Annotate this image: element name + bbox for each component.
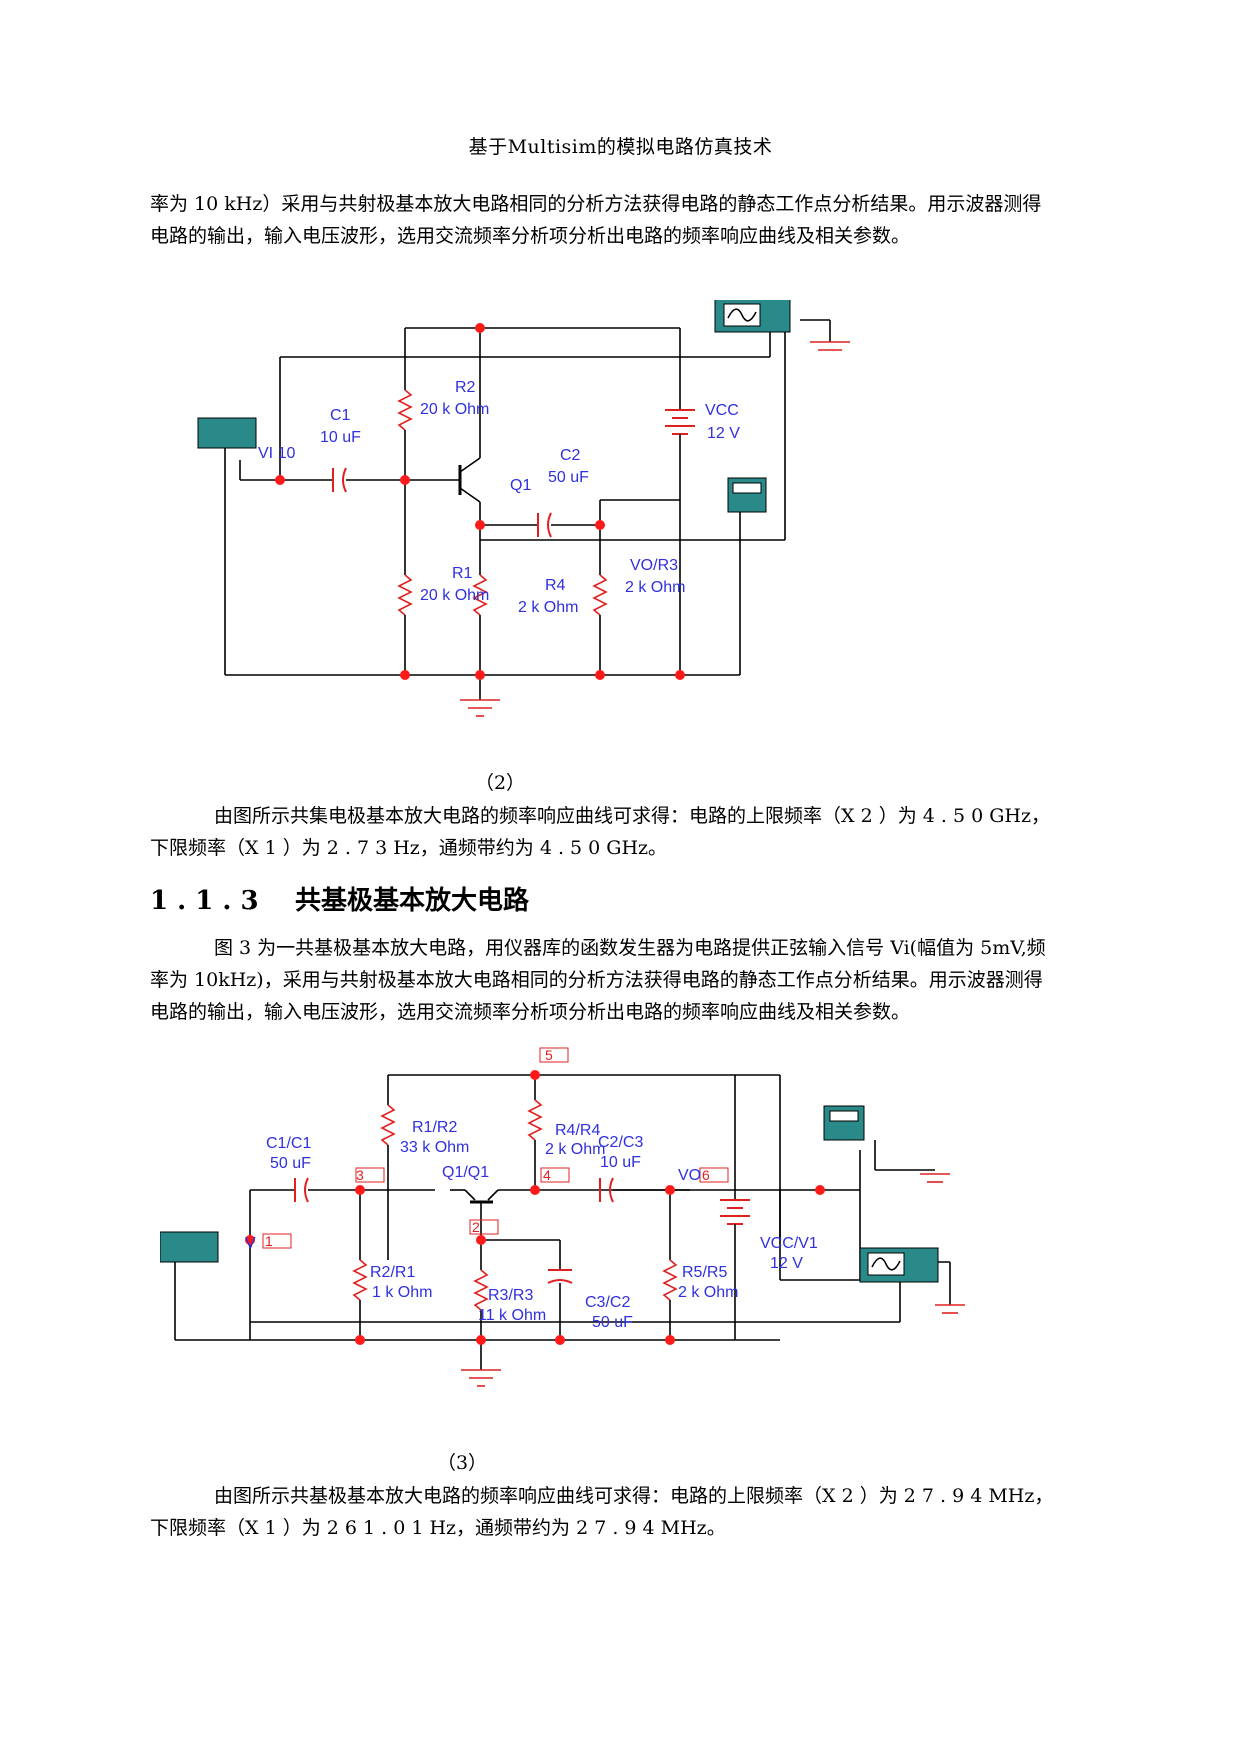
vcc-name-label: VCC/V1 xyxy=(760,1235,818,1252)
q1-label: Q1 xyxy=(510,477,531,494)
text-line: 电路的输出，输入电压波形，选用交流频率分析项分析出电路的频率响应曲线及相关参数。 xyxy=(150,225,911,247)
r2-value-label: 20 k Ohm xyxy=(420,401,489,418)
c1-value-label: 50 uF xyxy=(270,1155,311,1172)
node-5-label: 5 xyxy=(545,1047,553,1063)
c1-name-label: C1/C1 xyxy=(266,1135,311,1152)
page-header: 基于Multisim的模拟电路仿真技术 xyxy=(468,136,773,158)
node-4-label: 4 xyxy=(543,1167,551,1183)
figure3-caption: （3） xyxy=(436,1452,488,1474)
r3-value-label: 2 k Ohm xyxy=(625,579,685,596)
section-heading: 1 . 1 . 3 共基极基本放大电路 xyxy=(150,880,529,917)
r1-value-label: 33 k Ohm xyxy=(400,1139,469,1156)
text-line: 由图所示共基极基本放大电路的频率响应曲线可求得：电路的上限频率（X 2 ）为 2… xyxy=(214,1485,1054,1507)
r1-name-label: R1/R2 xyxy=(412,1119,457,1136)
text-line: 下限频率（X 1 ）为 2 6 1 . 0 1 Hz，通频带约为 2 7 . 9… xyxy=(150,1517,726,1539)
r4-value-label: 2 k Ohm xyxy=(545,1141,605,1158)
vi-label: VI 10 xyxy=(258,445,295,462)
r1-value-label: 20 k Ohm xyxy=(420,587,489,604)
c3-name-label: C3/C2 xyxy=(585,1294,630,1311)
function-generator-icon[interactable] xyxy=(197,417,257,449)
q1-label: Q1/Q1 xyxy=(442,1164,489,1181)
c2-name-label: C2/C3 xyxy=(598,1134,643,1151)
r1-name-label: R1 xyxy=(452,565,473,582)
r3-value-label: 11 k Ohm xyxy=(478,1307,546,1324)
c2-name-label: C2 xyxy=(560,447,581,464)
r4-name-label: R4/R4 xyxy=(555,1122,600,1139)
r2-value-label: 1 k Ohm xyxy=(372,1284,432,1301)
r5-name-label: R5/R5 xyxy=(682,1264,727,1281)
intro3-paragraph: 图 3 为一共基极基本放大电路，用仪器库的函数发生器为电路提供正弦输入信号 Vi… xyxy=(150,932,1140,1028)
vcc-value-label: 12 V xyxy=(770,1255,803,1272)
text-line: 由图所示共集电极基本放大电路的频率响应曲线可求得：电路的上限频率（X 2 ）为 … xyxy=(214,805,1050,827)
text-line: 下限频率（X 1 ）为 2 . 7 3 Hz，通频带约为 4 . 5 0 GHz… xyxy=(150,837,668,859)
intro-paragraph: 率为 10 kHz）采用与共射极基本放大电路相同的分析方法获得电路的静态工作点分… xyxy=(150,188,1140,252)
r3-name-label: R3/R3 xyxy=(488,1287,533,1304)
vo-label: VO xyxy=(678,1167,701,1184)
node-1-label: 1 xyxy=(265,1233,273,1249)
text-line: 电路的输出，输入电压波形，选用交流频率分析项分析出电路的频率响应曲线及相关参数。 xyxy=(150,1001,911,1023)
r2-name-label: R2/R1 xyxy=(370,1264,415,1281)
text-line: 率为 10kHz)，采用与共射极基本放大电路相同的分析方法获得电路的静态工作点分… xyxy=(150,969,1043,991)
text-line: 图 3 为一共基极基本放大电路，用仪器库的函数发生器为电路提供正弦输入信号 Vi… xyxy=(214,937,1046,959)
figure3-schematic: 5 3 4 6 2 1 R1/R2 33 k Ohm R4/R4 2 k Ohm… xyxy=(160,1047,965,1387)
r2-name-label: R2 xyxy=(455,379,476,396)
r4-name-label: R4 xyxy=(545,577,566,594)
c1-value-label: 10 uF xyxy=(320,429,361,446)
figure2-schematic: C1 10 uF R2 20 k Ohm VCC 12 V VI 10 Q1 C… xyxy=(197,300,850,717)
c3-value-label: 50 uF xyxy=(592,1314,633,1331)
function-generator-icon[interactable] xyxy=(160,1231,219,1263)
text-line: 率为 10 kHz）采用与共射极基本放大电路相同的分析方法获得电路的静态工作点分… xyxy=(150,193,1042,215)
figure2-caption: （2） xyxy=(474,772,526,794)
node-6-label: 6 xyxy=(702,1167,710,1183)
c2-value-label: 10 uF xyxy=(600,1154,641,1171)
result2-paragraph: 由图所示共集电极基本放大电路的频率响应曲线可求得：电路的上限频率（X 2 ）为 … xyxy=(150,800,1140,864)
node-2-label: 2 xyxy=(472,1219,480,1235)
r5-value-label: 2 k Ohm xyxy=(678,1284,738,1301)
result3-paragraph: 由图所示共基极基本放大电路的频率响应曲线可求得：电路的上限频率（X 2 ）为 2… xyxy=(150,1480,1140,1544)
c1-name-label: C1 xyxy=(330,407,351,424)
section-number: 1 . 1 . 3 xyxy=(150,886,259,916)
vcc-name-label: VCC xyxy=(705,402,739,419)
vcc-value-label: 12 V xyxy=(707,425,740,442)
node-3-label: 3 xyxy=(356,1167,364,1183)
r3-name-label: VO/R3 xyxy=(630,557,678,574)
r4-value-label: 2 k Ohm xyxy=(518,599,578,616)
v-label: V xyxy=(245,1235,256,1252)
section-title: 共基极基本放大电路 xyxy=(295,886,530,916)
c2-value-label: 50 uF xyxy=(548,469,589,486)
